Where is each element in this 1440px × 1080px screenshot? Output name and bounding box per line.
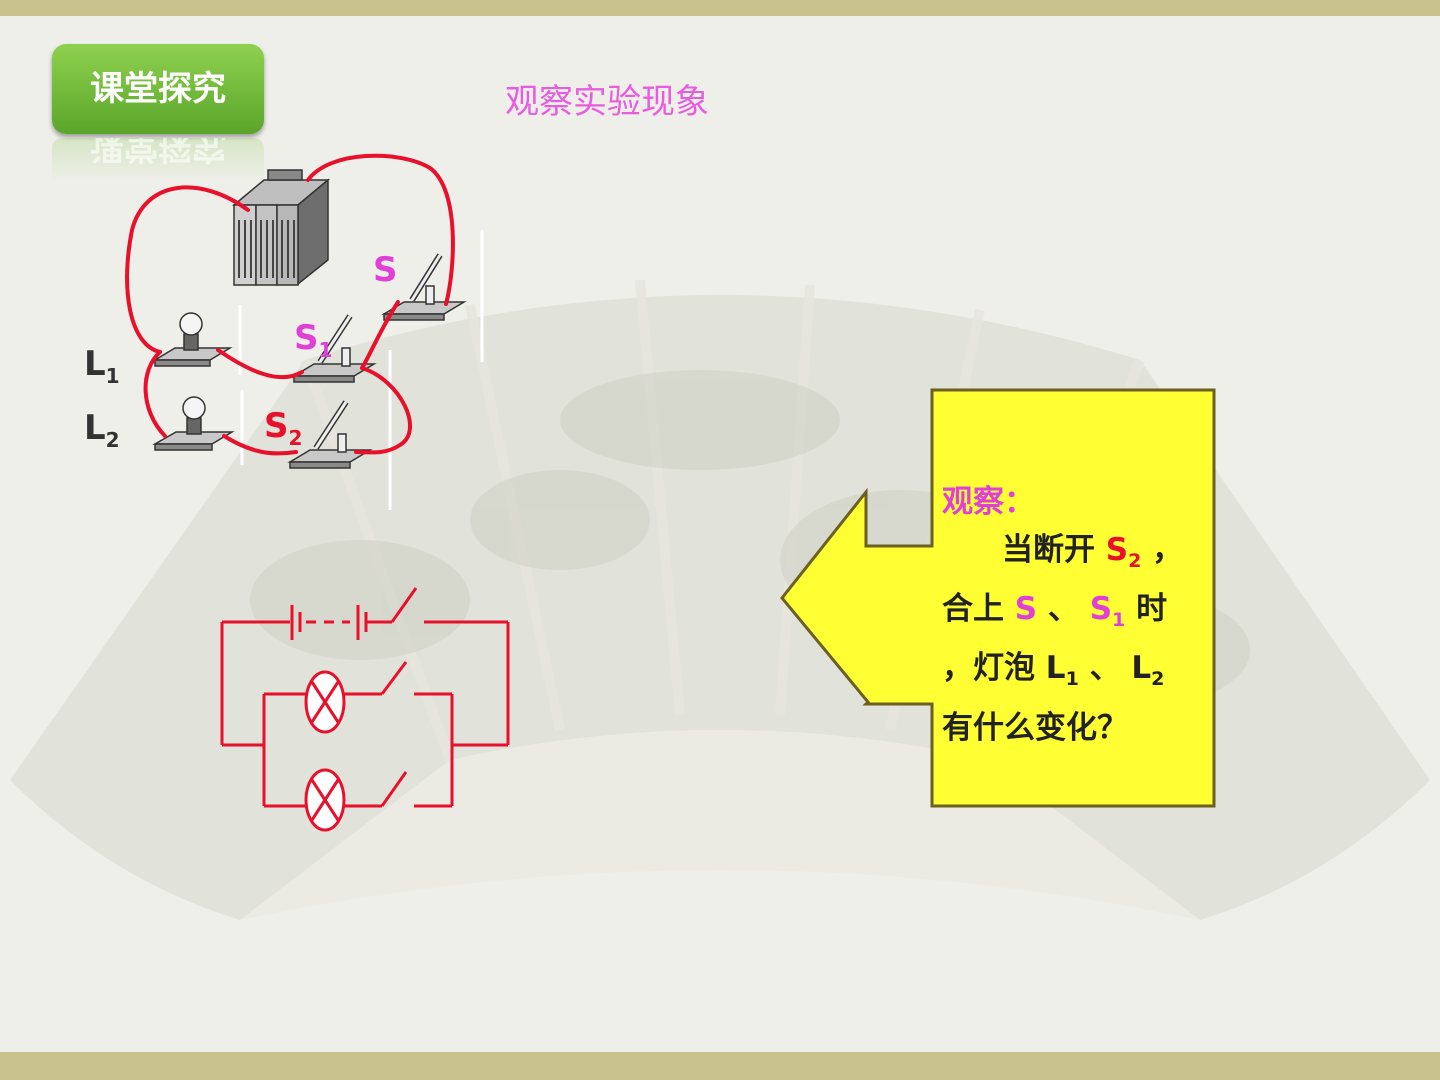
schematic-lamp-l2-icon [304,768,346,832]
callout-text: 观察： 当断开 S2 ， 合上 S 、 S1 时 ，灯泡 L1 、 L2 有什么… [942,478,1208,752]
section-badge-reflection: 课堂探究 [52,138,264,182]
battery-icon [231,169,331,286]
bulb-l2-icon [152,396,235,451]
bottom-border [0,1052,1440,1080]
switch-s1-icon [291,314,377,383]
label-l2: L2 [84,408,120,452]
slide-title: 观察实验现象 [505,82,709,122]
bulb-l1-icon [152,312,233,367]
callout-heading: 观察： [942,484,1035,520]
label-l1: L1 [84,344,120,388]
label-s1: S1 [294,318,333,362]
label-s2: S2 [264,406,303,450]
top-border [0,0,1440,16]
switch-s2-icon [287,400,373,469]
switch-s-icon [381,253,467,321]
section-badge: 课堂探究 [52,44,264,134]
wires [125,153,455,456]
label-s: S [373,250,398,290]
callout-arrow [780,388,1216,808]
schematic-lamp-l1-icon [304,670,346,734]
